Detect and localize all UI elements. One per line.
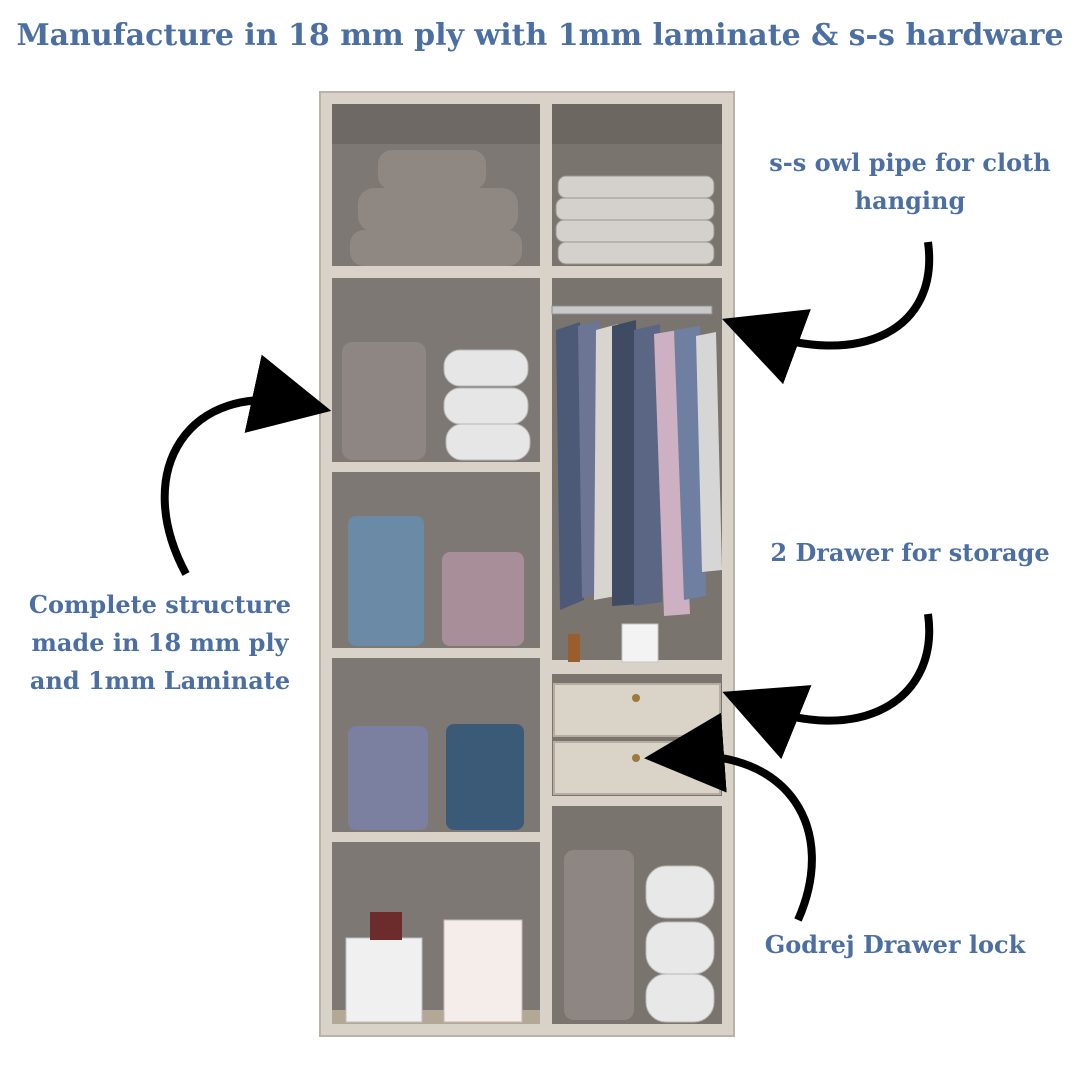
shelf-1 bbox=[330, 462, 542, 472]
callout-drawers: 2 Drawer for storage bbox=[770, 538, 1050, 567]
folded-trousers-grey bbox=[348, 726, 428, 830]
folded-clothes-top-right bbox=[555, 175, 715, 265]
callout-lock: Godrej Drawer lock bbox=[764, 930, 1026, 959]
folded-towels-left bbox=[342, 342, 426, 460]
rolled-towels-white bbox=[443, 349, 531, 461]
drawer-1 bbox=[553, 683, 721, 737]
right-shelf-bottom bbox=[550, 796, 722, 806]
arrow-pipe bbox=[721, 241, 934, 385]
drawer-lock-1 bbox=[632, 694, 640, 702]
storage-box-striped bbox=[443, 919, 523, 1023]
folded-jeans-pink bbox=[442, 552, 524, 646]
folded-towels-top bbox=[350, 150, 522, 266]
arrow-structure bbox=[160, 354, 332, 576]
arrow-lock bbox=[644, 712, 816, 922]
sandals bbox=[370, 912, 402, 940]
callout-pipe: s-s owl pipe for cloth hanging bbox=[769, 148, 1051, 215]
hanging-pipe bbox=[551, 305, 713, 315]
center-divider bbox=[540, 96, 552, 1032]
gift-box bbox=[621, 623, 659, 663]
rolled-towels-bottom bbox=[645, 865, 715, 1023]
drawer-lock-2 bbox=[632, 754, 640, 762]
shelf-3 bbox=[330, 832, 542, 842]
hanging-clothes bbox=[556, 320, 722, 616]
folded-towels-bottom bbox=[564, 850, 634, 1020]
drawer-top-shelf bbox=[550, 660, 722, 674]
shelf-2 bbox=[330, 648, 542, 658]
folded-jeans-dark bbox=[446, 724, 524, 830]
folded-jeans-blue bbox=[348, 516, 424, 646]
page-title: Manufacture in 18 mm ply with 1mm lamina… bbox=[16, 18, 1064, 53]
drawer-2 bbox=[553, 741, 721, 795]
shoe-box-white bbox=[345, 937, 423, 1023]
callout-structure: Complete structure made in 18 mm ply and… bbox=[28, 590, 292, 695]
top-shelf bbox=[322, 266, 732, 278]
perfume-bottle bbox=[568, 634, 580, 662]
arrow-drawers bbox=[722, 613, 934, 760]
